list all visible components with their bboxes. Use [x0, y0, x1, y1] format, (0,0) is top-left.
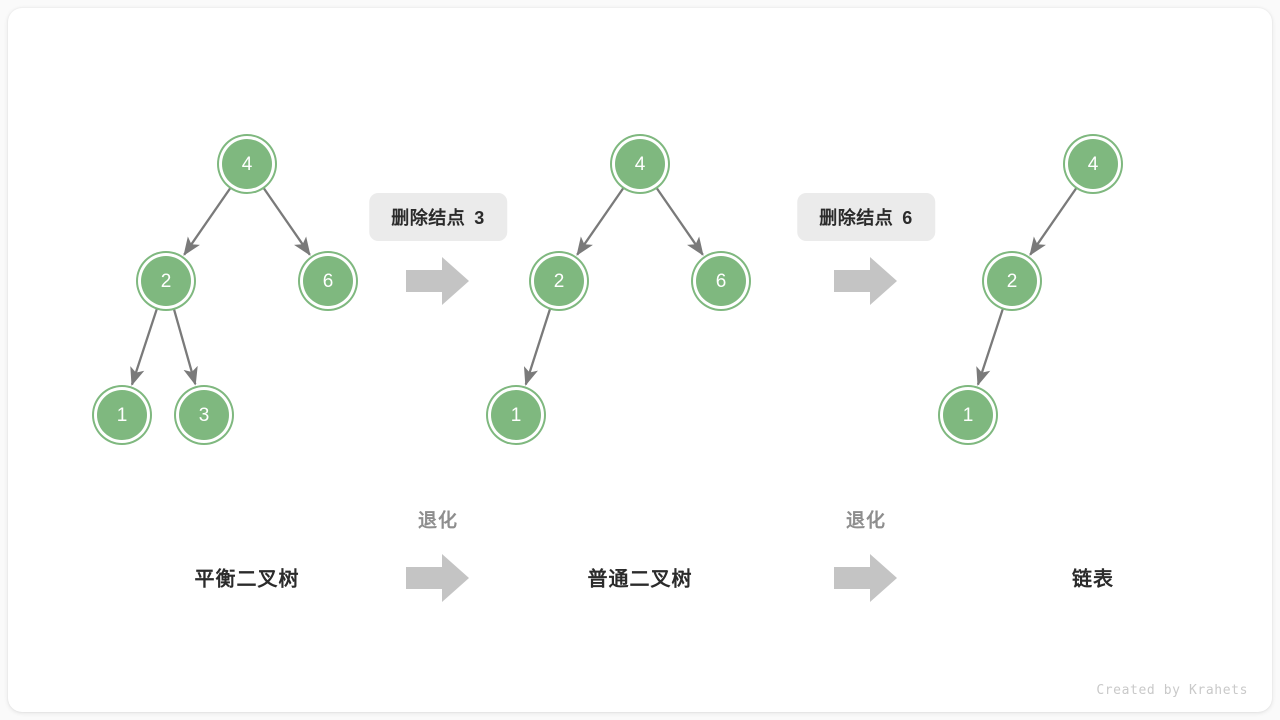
tree-node: 4	[615, 139, 665, 189]
tree-node: 4	[222, 139, 272, 189]
tree-edge	[260, 184, 311, 256]
operation-chip-delete-3: 删除结点 3	[369, 193, 507, 241]
block-arrow-icon	[406, 552, 470, 604]
tree-edge	[183, 184, 234, 256]
block-arrow-icon	[834, 255, 898, 307]
block-arrow-icon	[834, 552, 898, 604]
operation-chip-text: 删除结点	[391, 208, 466, 228]
operation-chip-value: 6	[902, 208, 913, 228]
tree-node: 2	[987, 256, 1037, 306]
tree-node: 6	[303, 256, 353, 306]
tree-node: 6	[696, 256, 746, 306]
tree-edge	[130, 305, 159, 386]
tree-node: 3	[179, 390, 229, 440]
tree-edge	[976, 305, 1005, 386]
block-arrow-icon	[406, 255, 470, 307]
label-ordinary: 普通二叉树	[587, 568, 693, 591]
tree-node: 1	[943, 390, 993, 440]
tree-node: 4	[1068, 139, 1118, 189]
operation-chip-text: 删除结点	[819, 208, 894, 228]
degrade-label: 退化	[845, 510, 887, 532]
watermark: Created by Krahets	[1096, 683, 1248, 698]
tree-node: 2	[534, 256, 584, 306]
tree-edge	[576, 184, 627, 256]
operation-chip-delete-6: 删除结点 6	[797, 193, 935, 241]
figure-card	[8, 8, 1272, 712]
operation-chip-value: 3	[474, 208, 485, 228]
tree-node: 1	[491, 390, 541, 440]
label-balanced: 平衡二叉树	[194, 568, 300, 591]
degrade-label: 退化	[417, 510, 459, 532]
tree-edge	[523, 305, 553, 386]
tree-edge	[653, 184, 704, 256]
tree-node: 2	[141, 256, 191, 306]
label-linkedlist: 链表	[1072, 568, 1114, 591]
tree-edge	[1029, 184, 1080, 256]
tree-edge	[171, 305, 198, 386]
tree-node: 1	[97, 390, 147, 440]
